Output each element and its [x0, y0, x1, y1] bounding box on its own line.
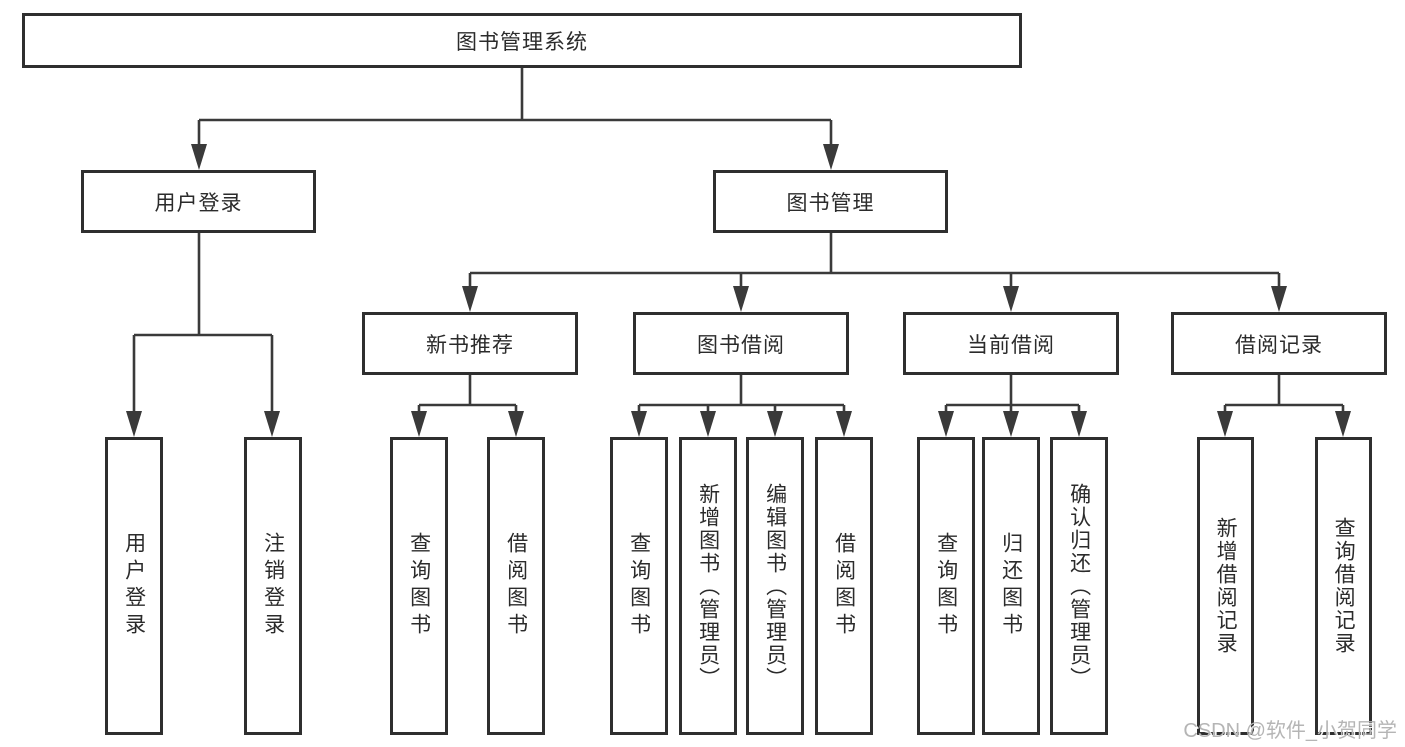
- node-leaf-return-books-label: 归还图书: [999, 532, 1023, 640]
- node-leaf-borrow-books-recommend: 借阅图书: [487, 437, 545, 735]
- node-leaf-query-borrow-record: 查询借阅记录: [1315, 437, 1372, 735]
- node-leaf-query-books-recommend: 查询图书: [390, 437, 448, 735]
- node-new-book-recommend-label: 新书推荐: [426, 333, 514, 357]
- node-book-management: 图书管理: [713, 170, 948, 233]
- node-borrow-records: 借阅记录: [1171, 312, 1387, 375]
- node-leaf-confirm-return-admin: 确认归还（管理员）: [1050, 437, 1108, 735]
- node-leaf-add-books-admin: 新增图书（管理员）: [679, 437, 737, 735]
- node-leaf-user-login: 用户登录: [105, 437, 163, 735]
- node-leaf-add-books-admin-label: 新增图书（管理员）: [696, 482, 720, 690]
- node-leaf-logout: 注销登录: [244, 437, 302, 735]
- csdn-watermark: CSDN @软件_小贺同学: [1183, 720, 1397, 742]
- node-leaf-query-books-borrow: 查询图书: [610, 437, 668, 735]
- node-leaf-edit-books-admin-label: 编辑图书（管理员）: [763, 482, 787, 690]
- node-root-label: 图书管理系统: [456, 30, 588, 54]
- node-book-management-label: 图书管理: [786, 191, 875, 215]
- node-book-borrow-label: 图书借阅: [697, 333, 785, 357]
- node-leaf-query-borrow-record-label: 查询借阅记录: [1332, 517, 1356, 655]
- node-leaf-confirm-return-admin-label: 确认归还（管理员）: [1067, 482, 1091, 690]
- node-user-login: 用户登录: [81, 170, 316, 233]
- arrowheads: [126, 144, 1351, 437]
- node-leaf-logout-label: 注销登录: [261, 532, 285, 640]
- node-root: 图书管理系统: [22, 13, 1022, 68]
- node-leaf-query-books-recommend-label: 查询图书: [407, 532, 431, 640]
- node-current-borrow-label: 当前借阅: [967, 333, 1055, 357]
- node-leaf-borrow-books-label: 借阅图书: [832, 532, 856, 640]
- node-current-borrow: 当前借阅: [903, 312, 1119, 375]
- node-leaf-return-books: 归还图书: [982, 437, 1040, 735]
- node-leaf-add-borrow-record-label: 新增借阅记录: [1214, 517, 1238, 655]
- node-leaf-borrow-books: 借阅图书: [815, 437, 873, 735]
- node-leaf-borrow-books-recommend-label: 借阅图书: [504, 532, 528, 640]
- node-leaf-user-login-label: 用户登录: [122, 532, 146, 640]
- node-new-book-recommend: 新书推荐: [362, 312, 578, 375]
- node-leaf-add-borrow-record: 新增借阅记录: [1197, 437, 1254, 735]
- node-leaf-query-books-borrow-label: 查询图书: [627, 532, 651, 640]
- node-leaf-edit-books-admin: 编辑图书（管理员）: [746, 437, 804, 735]
- node-borrow-records-label: 借阅记录: [1235, 333, 1323, 357]
- node-leaf-query-books-current: 查询图书: [917, 437, 975, 735]
- node-user-login-label: 用户登录: [154, 191, 243, 215]
- node-book-borrow: 图书借阅: [633, 312, 849, 375]
- node-leaf-query-books-current-label: 查询图书: [934, 532, 958, 640]
